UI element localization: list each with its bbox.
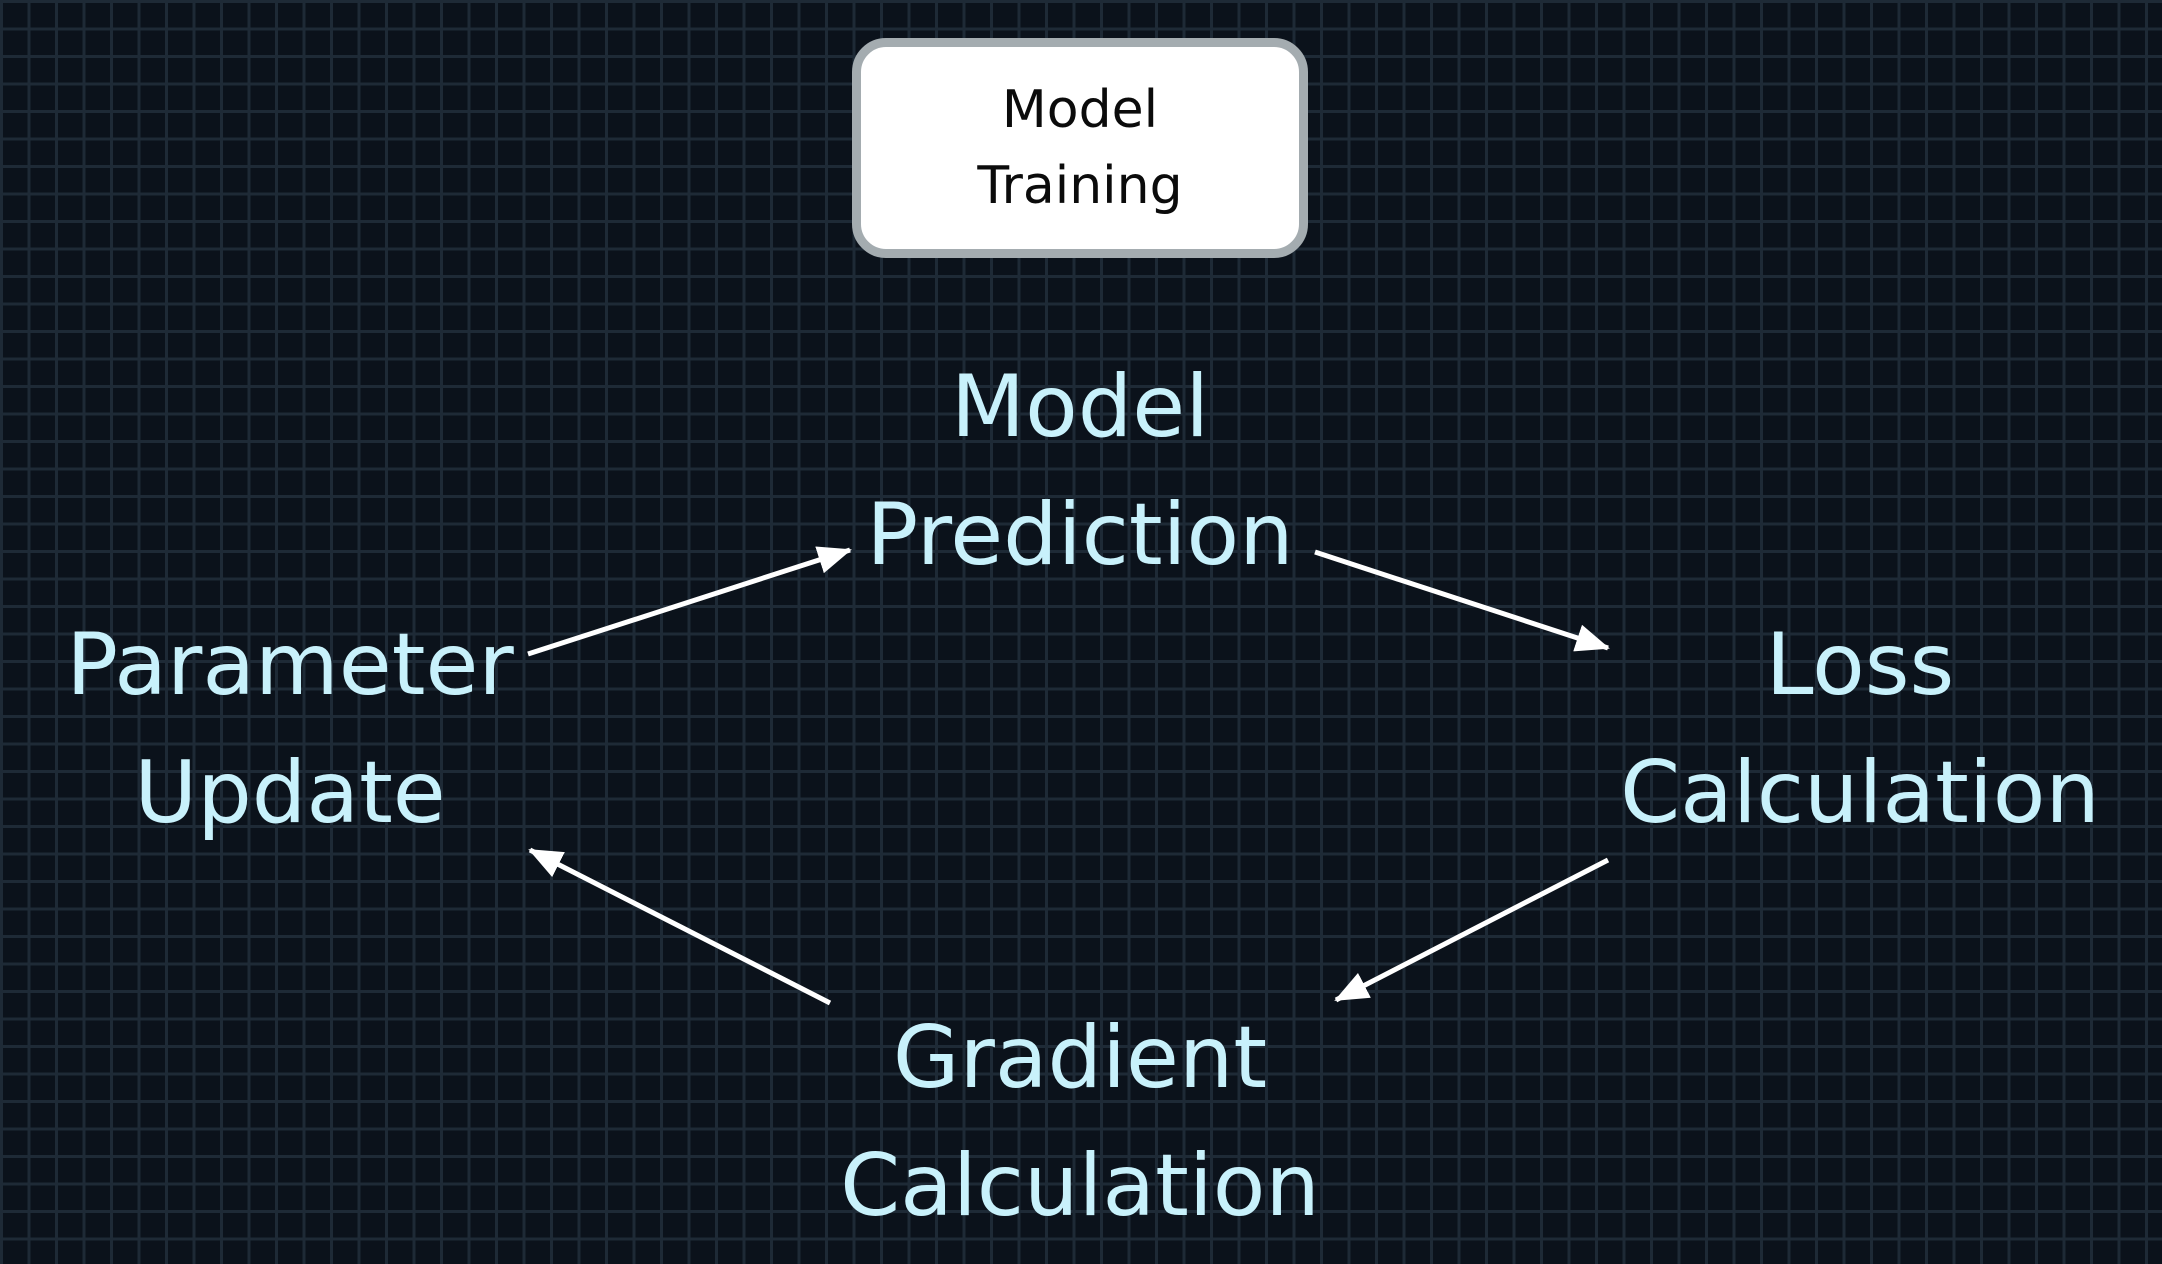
title-box: Model Training [852,38,1308,258]
node-parameter-update-line-1: Parameter [66,615,514,715]
node-gradient-calculation-line-2: Calculation [840,1136,1320,1236]
node-loss-calculation: Loss Calculation [1580,601,2140,857]
node-loss-calculation-line-2: Calculation [1620,743,2100,843]
node-loss-calculation-line-1: Loss [1765,615,1955,715]
title-line-2: Training [977,156,1183,216]
arrow-gradient-to-parameter [528,847,832,1006]
node-parameter-update: Parameter Update [40,601,540,857]
arrow-prediction-to-loss [1314,549,1610,652]
node-model-prediction-line-2: Prediction [866,485,1294,585]
node-parameter-update-line-2: Update [134,743,446,843]
node-model-prediction-line-1: Model [950,357,1210,457]
node-gradient-calculation-line-1: Gradient [892,1008,1268,1108]
arrow-loss-to-gradient [1334,857,1610,1003]
arrow-parameter-to-prediction [527,546,852,657]
node-gradient-calculation: Gradient Calculation [810,994,1350,1250]
node-model-prediction: Model Prediction [830,343,1330,599]
title-line-1: Model [1001,80,1159,140]
